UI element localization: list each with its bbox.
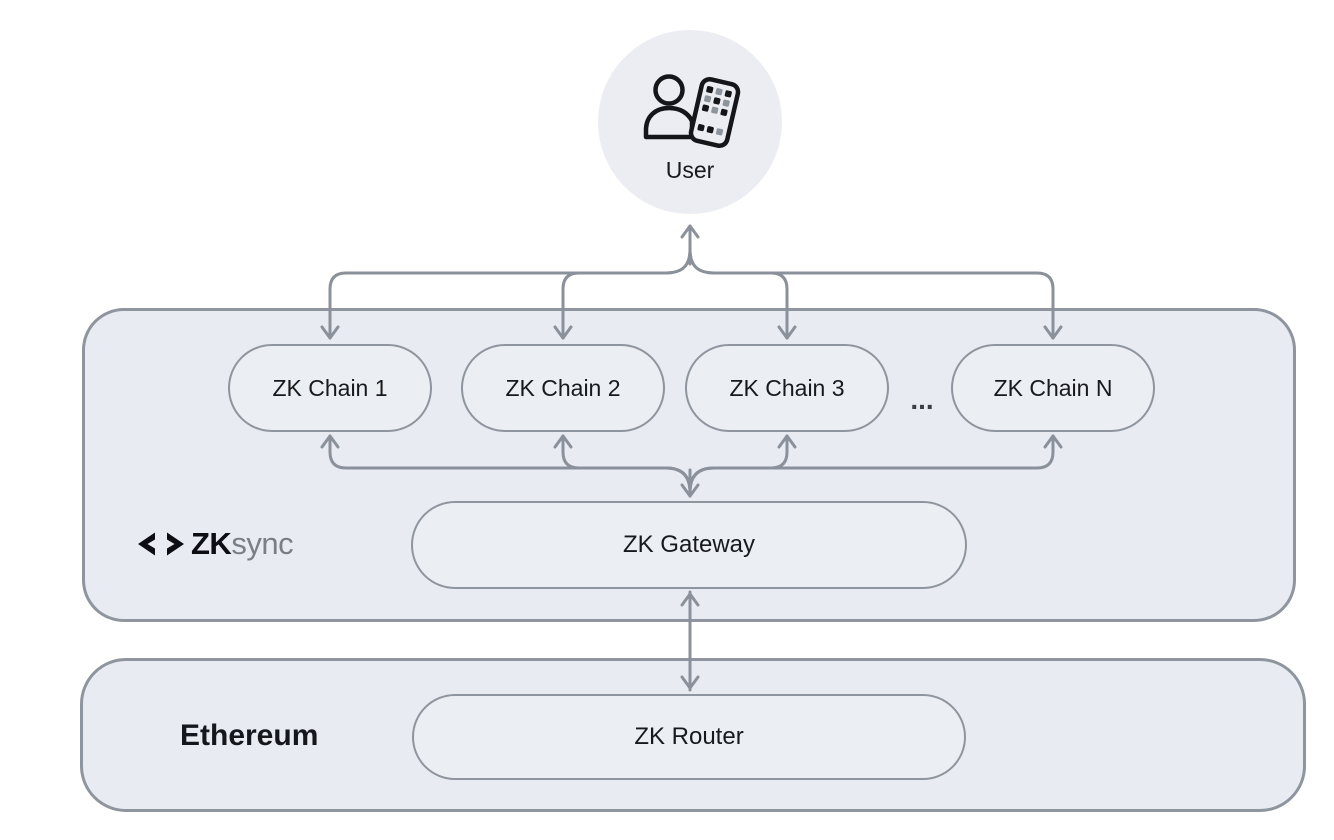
ethereum-label: Ethereum	[180, 719, 319, 752]
zk-gateway-label: ZK Gateway	[622, 531, 756, 558]
zk-chain-2-label: ZK Chain 2	[505, 374, 621, 401]
zk-chain-2-node: ZK Chain 2	[461, 344, 665, 432]
zksync-logo: ZKsync	[138, 526, 294, 561]
zk-chain-1-label: ZK Chain 1	[272, 374, 388, 401]
user-label: User	[665, 156, 715, 183]
zk-router-label: ZK Router	[634, 723, 744, 750]
zksync-logo-text: ZKsync	[191, 526, 294, 561]
zk-chain-n-label: ZK Chain N	[993, 374, 1113, 401]
zk-chain-3-label: ZK Chain 3	[729, 374, 845, 401]
zk-chain-n-node: ZK Chain N	[951, 344, 1155, 432]
zk-chain-3-node: ZK Chain 3	[685, 344, 889, 432]
user-node: User	[598, 30, 782, 214]
zk-chain-1-node: ZK Chain 1	[228, 344, 432, 432]
chains-ellipsis: ...	[910, 384, 934, 415]
zksync-logo-sync: sync	[231, 526, 294, 561]
zk-router-node: ZK Router	[412, 694, 966, 780]
zk-gateway-node: ZK Gateway	[411, 501, 967, 589]
zksync-logo-zk: ZK	[191, 526, 232, 561]
person-with-phone-icon	[643, 73, 741, 148]
zksync-double-arrow-icon	[138, 532, 184, 556]
